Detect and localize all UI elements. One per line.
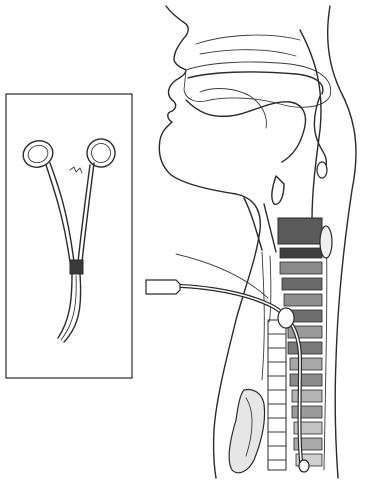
airway-front xyxy=(244,198,262,250)
spinal-cord xyxy=(324,226,327,470)
sagittal-section xyxy=(146,6,356,478)
hard-palate xyxy=(188,72,323,94)
esophagus-line xyxy=(262,252,264,380)
airway-back xyxy=(264,204,276,252)
tube-connector xyxy=(146,280,180,294)
tube-tip xyxy=(299,460,309,472)
nasal-turbinate xyxy=(196,35,300,44)
tongue xyxy=(186,100,305,162)
pilot-balloon xyxy=(320,226,332,258)
thyroid-cartilage xyxy=(229,390,264,473)
trachea xyxy=(268,320,286,470)
inset-panel xyxy=(6,94,132,378)
nasal-turbinate-2 xyxy=(200,50,296,56)
esophagus-line-2 xyxy=(268,256,271,322)
tube-cuff xyxy=(278,308,294,328)
uvula xyxy=(317,162,327,178)
pharyngeal-wall xyxy=(300,30,321,220)
oral-cavity xyxy=(184,62,331,107)
epiglottis xyxy=(272,176,284,204)
